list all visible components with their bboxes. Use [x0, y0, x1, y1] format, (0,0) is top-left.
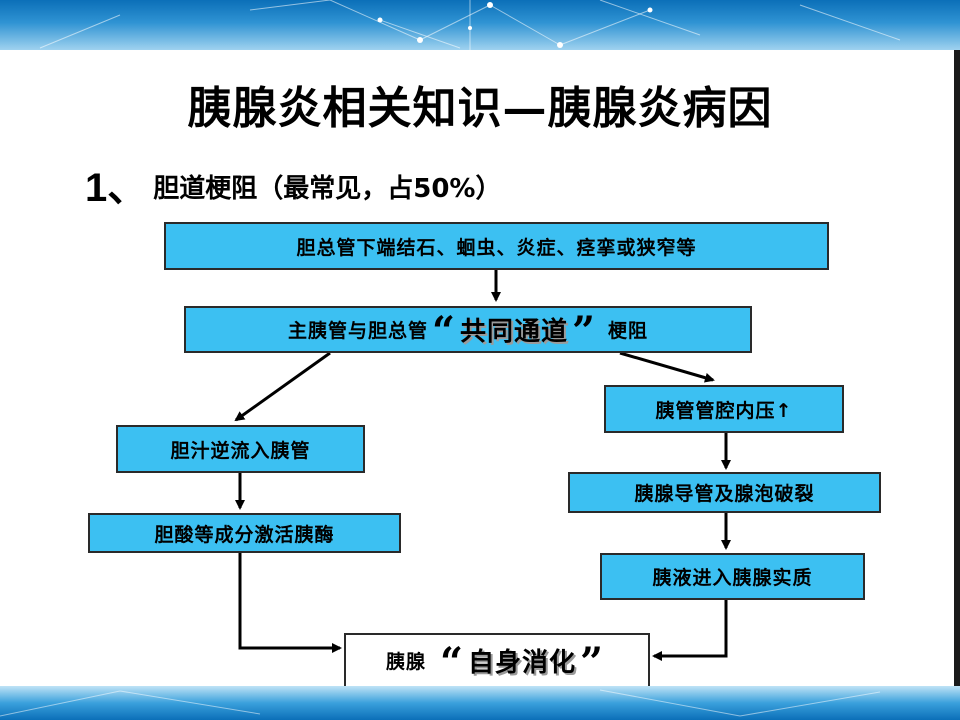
node-bile-reflux-label: 胆汁逆流入胰管: [170, 439, 311, 462]
node-autodigestion: 胰腺 “ 自身消化 ”: [344, 633, 650, 688]
right-edge-bar: [954, 50, 960, 686]
node-duct-rupture-label: 胰腺导管及腺泡破裂: [634, 483, 815, 505]
node-enzyme-activation: 胆酸等成分激活胰酶: [88, 513, 401, 553]
node-common-channel-prefix: 主胰管与胆总管: [287, 320, 428, 342]
subheading: 1、胆道梗阻（最常见，占50%）: [85, 155, 501, 213]
node-duct-pressure: 胰管管腔内压↑: [604, 385, 844, 433]
close-quote: ”: [572, 307, 597, 355]
autodigestion-emphasis: 自身消化: [468, 648, 577, 678]
node-duct-rupture: 胰腺导管及腺泡破裂: [568, 472, 881, 513]
node-bile-reflux: 胆汁逆流入胰管: [116, 425, 365, 473]
slide-title: 胰腺炎相关知识—胰腺炎病因: [187, 83, 773, 134]
node-bile-duct-stone-label: 胆总管下端结石、蛔虫、炎症、痉挛或狭窄等: [296, 236, 697, 259]
node-enzyme-activation-label: 胆酸等成分激活胰酶: [154, 523, 335, 546]
node-common-channel: 主胰管与胆总管 “ 共同通道 ” 梗阻: [184, 306, 752, 353]
node-bile-duct-stone: 胆总管下端结石、蛔虫、炎症、痉挛或狭窄等: [164, 222, 829, 270]
close-quote-final: ”: [580, 638, 605, 686]
network-pattern-top: [39, 0, 901, 50]
arrow-fluid-to-digestion: [652, 600, 728, 661]
node-duct-pressure-label: 胰管管腔内压↑: [655, 399, 793, 422]
open-quote: “: [431, 307, 456, 355]
subheading-number: 1、: [85, 166, 148, 210]
arrow-enzyme-to-digestion: [238, 553, 342, 653]
open-quote-final: “: [439, 638, 464, 686]
bottom-banner: [0, 686, 960, 720]
arrow-channel-to-pressure: [619, 351, 715, 383]
arrow-channel-to-reflux: [234, 351, 331, 422]
node-autodigestion-prefix: 胰腺: [385, 651, 426, 673]
node-common-channel-suffix: 梗阻: [608, 320, 649, 342]
top-banner: [0, 0, 960, 50]
network-pattern-bottom: [0, 689, 881, 717]
node-fluid-parenchyma-label: 胰液进入胰腺实质: [652, 567, 813, 589]
node-fluid-parenchyma: 胰液进入胰腺实质: [600, 553, 865, 600]
common-channel-emphasis: 共同通道: [459, 317, 568, 347]
subheading-text: 胆道梗阻（最常见，占50%）: [153, 174, 502, 204]
